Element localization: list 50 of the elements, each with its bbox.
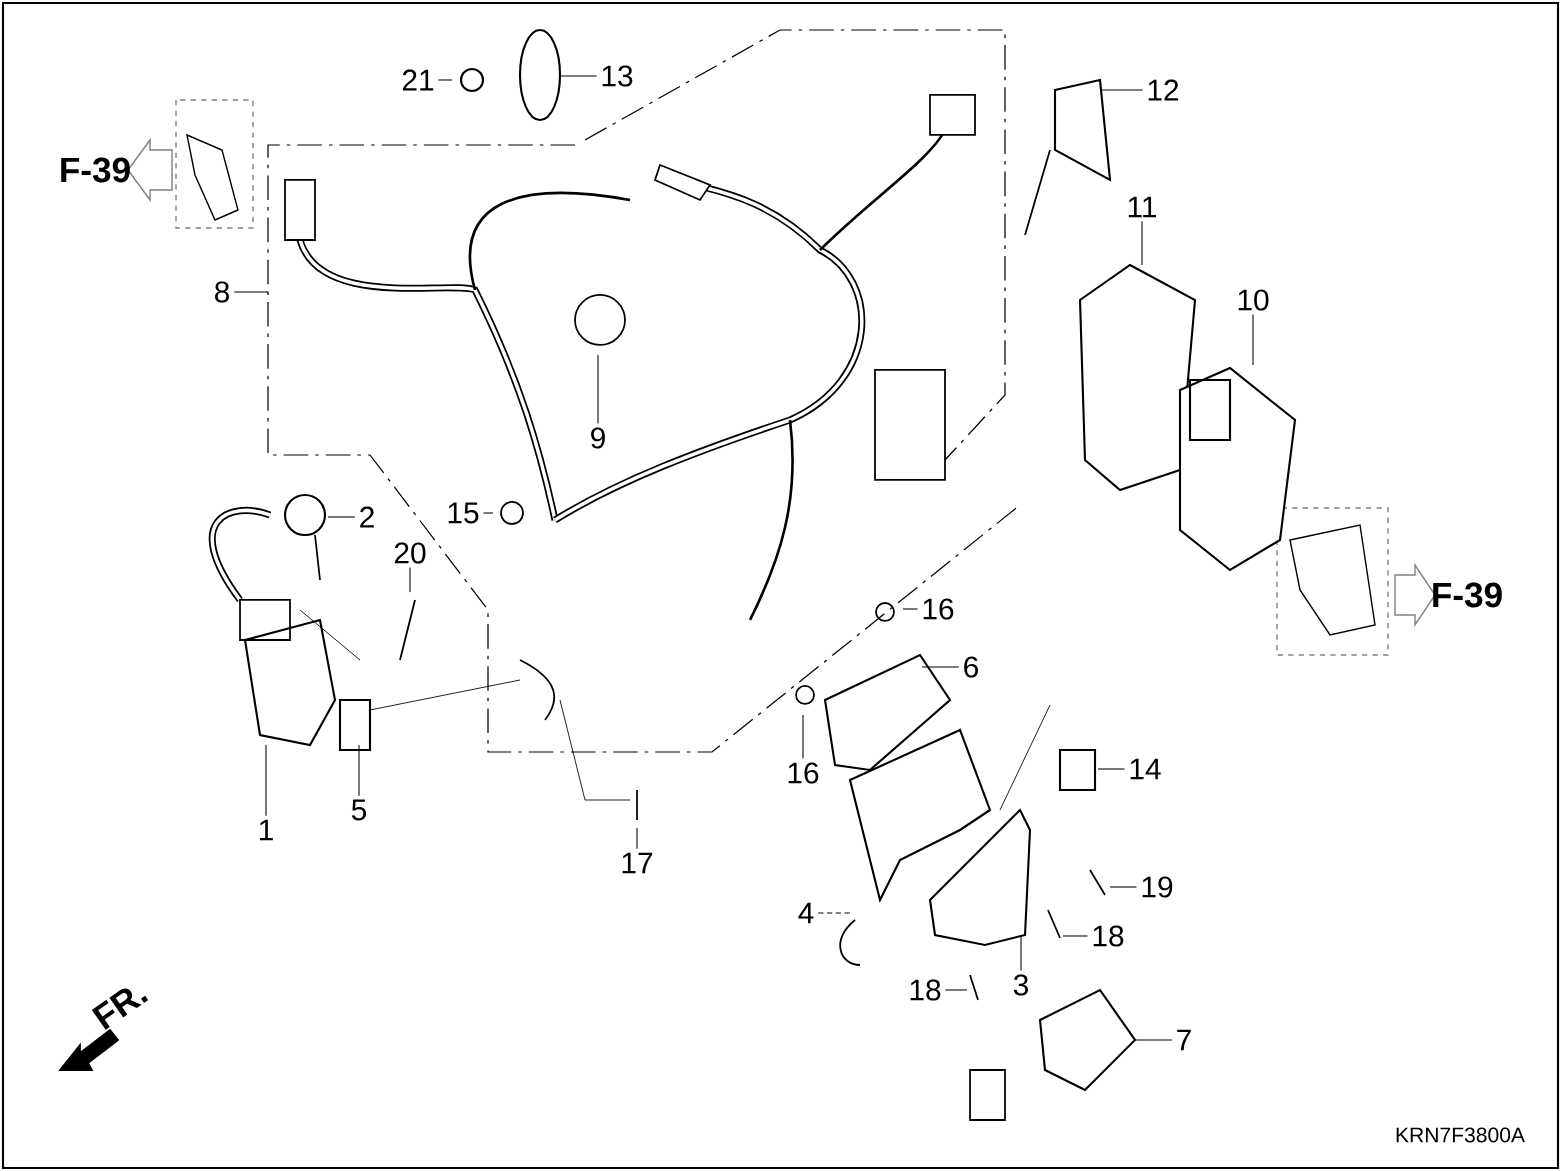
callout-number: 11 xyxy=(1128,196,1157,218)
callout-number: 10 xyxy=(1238,289,1269,311)
leader-line xyxy=(1134,1039,1173,1041)
callout-number: 20 xyxy=(394,542,426,564)
callout-number: 9 xyxy=(591,427,605,449)
leader-line xyxy=(265,744,267,817)
callout-number: 18 xyxy=(1093,925,1124,947)
callout-number: 16 xyxy=(923,598,954,620)
leader-line xyxy=(1141,220,1143,266)
leader-line xyxy=(327,516,356,518)
callout-number: 8 xyxy=(215,281,229,303)
callout-number: 2 xyxy=(360,506,374,528)
callout-number: 16 xyxy=(788,762,819,784)
leader-line xyxy=(636,827,638,850)
leader-line xyxy=(358,744,360,797)
leader-line xyxy=(902,608,919,610)
leader-line xyxy=(1099,89,1144,91)
callout-number: 1 xyxy=(260,819,273,841)
leader-line xyxy=(409,566,411,593)
callout-number: 4 xyxy=(798,902,814,924)
direction-label: FR. xyxy=(91,988,149,1030)
leader-line xyxy=(817,912,853,914)
leader-line xyxy=(233,291,269,293)
leader-line xyxy=(597,354,599,425)
leader-line xyxy=(482,512,494,514)
callout-number: 13 xyxy=(602,65,633,87)
leader-line xyxy=(944,989,968,991)
leader-line xyxy=(1252,313,1254,366)
leader-line xyxy=(1062,935,1089,937)
leader-line xyxy=(1097,768,1126,770)
leader-line xyxy=(1109,886,1138,888)
callout-number: 6 xyxy=(964,656,978,678)
callout-number: 3 xyxy=(1013,974,1028,996)
callout-number: 12 xyxy=(1148,79,1179,101)
leader-line xyxy=(559,75,598,77)
leader-line xyxy=(802,714,804,760)
leader-line xyxy=(1020,934,1022,972)
callout-number: 18 xyxy=(910,979,941,1001)
drawing-code: KRN7F3800A xyxy=(1396,1127,1525,1143)
callout-number: 21 xyxy=(402,69,434,91)
callout-number: 15 xyxy=(448,502,479,524)
callout-number: 19 xyxy=(1142,876,1173,898)
reference-label: F-39 xyxy=(61,157,130,183)
callout-number: 7 xyxy=(1177,1029,1191,1051)
callout-number: 5 xyxy=(351,799,367,821)
callout-number: 14 xyxy=(1130,758,1161,780)
callout-number: 17 xyxy=(622,852,653,874)
leader-line xyxy=(437,79,453,81)
reference-label: F-39 xyxy=(1433,582,1502,608)
leader-line xyxy=(921,666,960,668)
